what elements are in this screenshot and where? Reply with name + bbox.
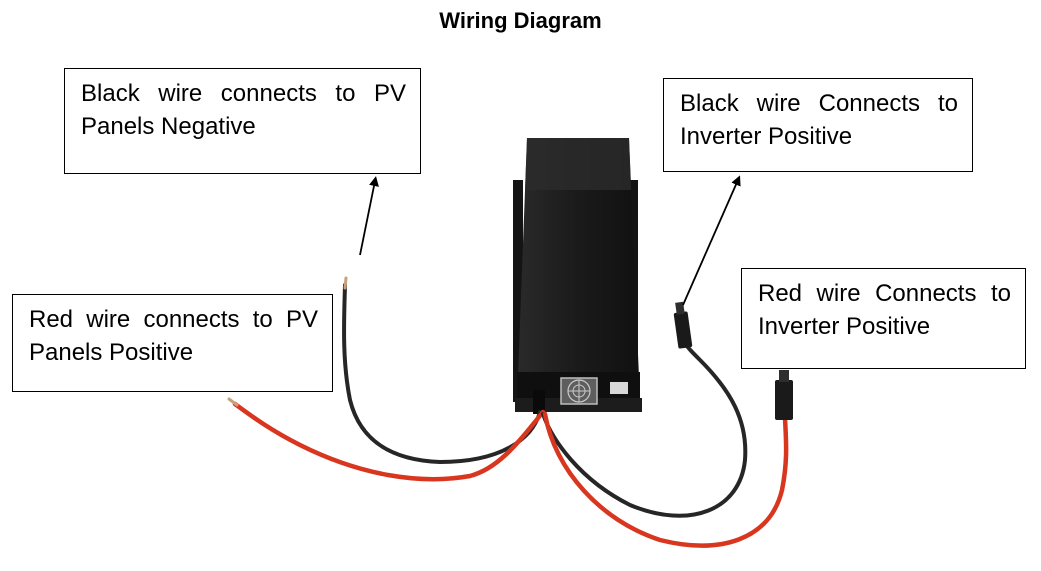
inverter-connector-red	[775, 370, 793, 420]
red-wire-inverter	[542, 411, 789, 548]
red-wire-pv-positive	[232, 401, 546, 482]
inverter-connector-black	[673, 301, 693, 349]
controller-device	[513, 138, 642, 414]
diagram-title: Wiring Diagram	[439, 8, 602, 33]
cable-gland	[533, 390, 545, 414]
device-front-lip	[515, 398, 642, 412]
red-wire-pv-positive-tip	[227, 397, 239, 407]
callout-black-inverter: Black wire Connects to Inverter Positive	[663, 78, 973, 172]
callout-red-inverter: Red wire Connects to Inverter Positive	[741, 268, 1026, 369]
black-wire-pv-negative-tip	[343, 276, 348, 290]
device-top-face	[525, 138, 631, 190]
black-wire-inverter	[541, 340, 748, 518]
wires	[227, 276, 789, 548]
fan-guard-icon	[560, 377, 598, 405]
arrow-black-inverter	[682, 175, 741, 306]
arrow-black-pv-negative	[359, 176, 379, 256]
black-wire-pv-negative	[342, 283, 542, 465]
device-body	[517, 138, 640, 402]
indicator-window	[610, 382, 628, 394]
callout-red-pv-positive: Red wire connects to PV Panels Positive	[12, 294, 333, 392]
device-flange-left	[513, 180, 523, 402]
callout-black-pv-negative: Black wire connects to PV Panels Negativ…	[64, 68, 421, 174]
